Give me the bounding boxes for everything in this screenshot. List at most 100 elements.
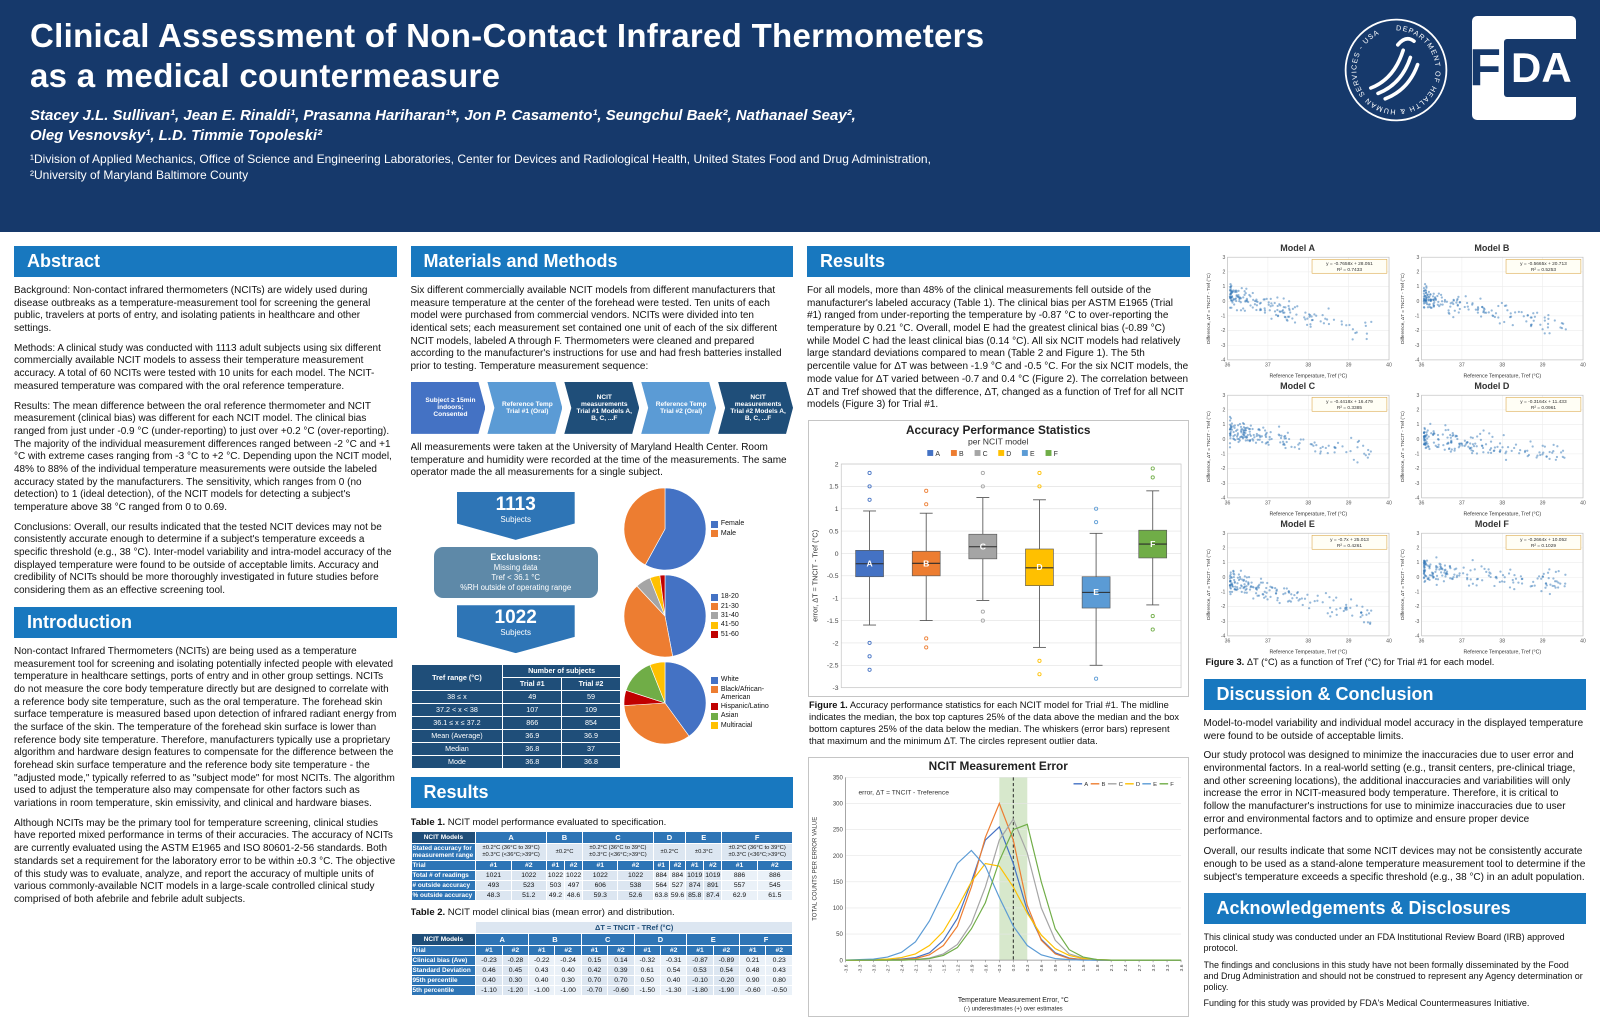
value-cell: 85.8 — [685, 889, 705, 901]
svg-text:R² = 0.0961: R² = 0.0961 — [1531, 405, 1557, 411]
row-label: Mode — [410, 754, 504, 769]
svg-text:R² = 0.3385: R² = 0.3385 — [1336, 405, 1362, 411]
methods-location-text: All measurements were taken at the Unive… — [411, 442, 794, 487]
value-cell: 1022 — [564, 869, 584, 881]
value-cell: -1.20 — [501, 984, 530, 996]
value-cell: 0.70 — [607, 974, 635, 986]
svg-text:-1: -1 — [1415, 452, 1420, 458]
row-label: # outside accuracy — [410, 879, 477, 891]
paragraph: Model-to-model variability and individua… — [1203, 717, 1584, 742]
legend-swatch — [710, 686, 718, 694]
scatter-title: Model C — [1280, 381, 1316, 392]
figure3-caption-lead: Figure 3. — [1205, 657, 1245, 668]
legend-label: 21-30 — [720, 602, 739, 610]
value-cell: 0.45 — [501, 964, 530, 976]
cell: 36.8 — [502, 741, 563, 756]
affiliation-line-2: ²University of Maryland Baltimore County — [30, 168, 249, 183]
fda-logo-da: DA — [1504, 39, 1579, 97]
value-cell: 0.61 — [633, 964, 661, 976]
table2-caption: Table 2. NCIT model clinical bias (mean … — [411, 907, 794, 918]
title-line-2: as a medical countermeasure — [30, 57, 501, 95]
exclusion-line: Tref < 36.1 °C — [491, 572, 540, 582]
table-row: 5th percentile-1.10-1.20-1.00-1.00-0.70-… — [410, 984, 793, 996]
svg-text:-2: -2 — [833, 640, 839, 647]
legend-label: Multiracial — [720, 721, 753, 729]
value-cell: 497 — [564, 879, 584, 891]
trial-cell: #1 — [685, 859, 705, 871]
svg-text:-3: -3 — [833, 685, 839, 692]
svg-text:-4: -4 — [1220, 634, 1225, 640]
svg-text:40: 40 — [1386, 638, 1392, 644]
trial-cell: #1 — [475, 859, 512, 871]
svg-text:-4: -4 — [1220, 496, 1225, 502]
svg-text:Difference, ΔT = TNCIT - Tref: Difference, ΔT = TNCIT - Tref (°C) — [1205, 411, 1210, 482]
value-cell: -0.87 — [686, 954, 714, 966]
svg-text:3: 3 — [1222, 531, 1225, 537]
subjects-final-label: Subjects — [500, 628, 532, 638]
trial-cell: #2 — [765, 944, 793, 956]
svg-text:error, ΔT = TNCIT - Tref (°C): error, ΔT = TNCIT - Tref (°C) — [811, 530, 820, 622]
svg-text:-1: -1 — [1220, 590, 1225, 596]
paragraph: All measurements were taken at the Unive… — [410, 441, 787, 479]
svg-text:-2: -2 — [1415, 466, 1420, 472]
cell: 107 — [502, 702, 563, 717]
svg-text:y = -0.5665x + 20.713: y = -0.5665x + 20.713 — [1520, 261, 1567, 267]
row-label: Standard Deviation — [410, 964, 477, 976]
value-cell: 1019 — [685, 869, 705, 881]
value-cell: 48.3 — [475, 889, 512, 901]
value-cell: 1022 — [617, 869, 654, 881]
svg-text:Difference, ΔT = TNCIT - Tref: Difference, ΔT = TNCIT - Tref (°C) — [1205, 273, 1210, 344]
svg-text:-3: -3 — [1415, 619, 1420, 625]
svg-text:1: 1 — [1416, 422, 1419, 428]
figure1-caption-text: Accuracy performance statistics for each… — [809, 700, 1180, 746]
svg-text:DEPARTMENT OF HEALTH & HUMAN S: DEPARTMENT OF HEALTH & HUMAN SERVICES - … — [1349, 23, 1442, 116]
poster-affiliations: ¹Division of Applied Mechanics, Office o… — [30, 151, 1260, 183]
svg-text:39: 39 — [1540, 500, 1546, 506]
legend-item: 21-30 — [710, 602, 739, 611]
cell: 36.9 — [502, 728, 563, 743]
value-cell: -0.10 — [686, 974, 714, 986]
svg-text:Reference Temperature, Tref (°: Reference Temperature, Tref (°C) — [1269, 649, 1347, 655]
svg-text:Reference Temperature, Tref (°: Reference Temperature, Tref (°C) — [1269, 373, 1347, 379]
svg-text:0.6: 0.6 — [1039, 964, 1045, 971]
svg-text:-3.3: -3.3 — [857, 964, 863, 973]
svg-text:-1.5: -1.5 — [827, 618, 839, 625]
value-cell: -1.80 — [686, 984, 714, 996]
acknowledgements-text: This clinical study was conducted under … — [1204, 932, 1587, 1015]
value-cell: -0.22 — [528, 954, 556, 966]
svg-text:R² = 0.1029: R² = 0.1029 — [1531, 543, 1557, 549]
legend-label: 31-40 — [720, 611, 739, 619]
cell: 36.8 — [502, 754, 563, 769]
value-cell: -0.89 — [712, 954, 741, 966]
svg-text:0: 0 — [835, 551, 839, 558]
value-cell: 545 — [756, 879, 793, 891]
svg-text:200: 200 — [833, 854, 844, 860]
trial-cell: #1 — [686, 944, 714, 956]
figure2-caption-text: Total counts per error value, per NCIT m… — [809, 1020, 1184, 1021]
value-cell: 503 — [545, 879, 566, 891]
row-label: 95th percentile — [410, 974, 477, 986]
svg-text:B: B — [1101, 782, 1105, 788]
paragraph: For all models, more than 48% of the cli… — [807, 285, 1189, 411]
value-cell: -1.00 — [528, 984, 556, 996]
svg-text:39: 39 — [1345, 362, 1351, 368]
section-heading-methods: Materials and Methods — [410, 246, 793, 277]
hhs-logo: DEPARTMENT OF HEALTH & HUMAN SERVICES - … — [1342, 16, 1450, 129]
value-cell: 48.6 — [564, 889, 584, 901]
trial-cell: #1 — [475, 944, 503, 956]
delta-t-header: ΔT = TNCIT - TRef (°C) — [475, 920, 793, 934]
svg-text:A: A — [1084, 782, 1088, 788]
svg-text:1: 1 — [1416, 284, 1419, 290]
